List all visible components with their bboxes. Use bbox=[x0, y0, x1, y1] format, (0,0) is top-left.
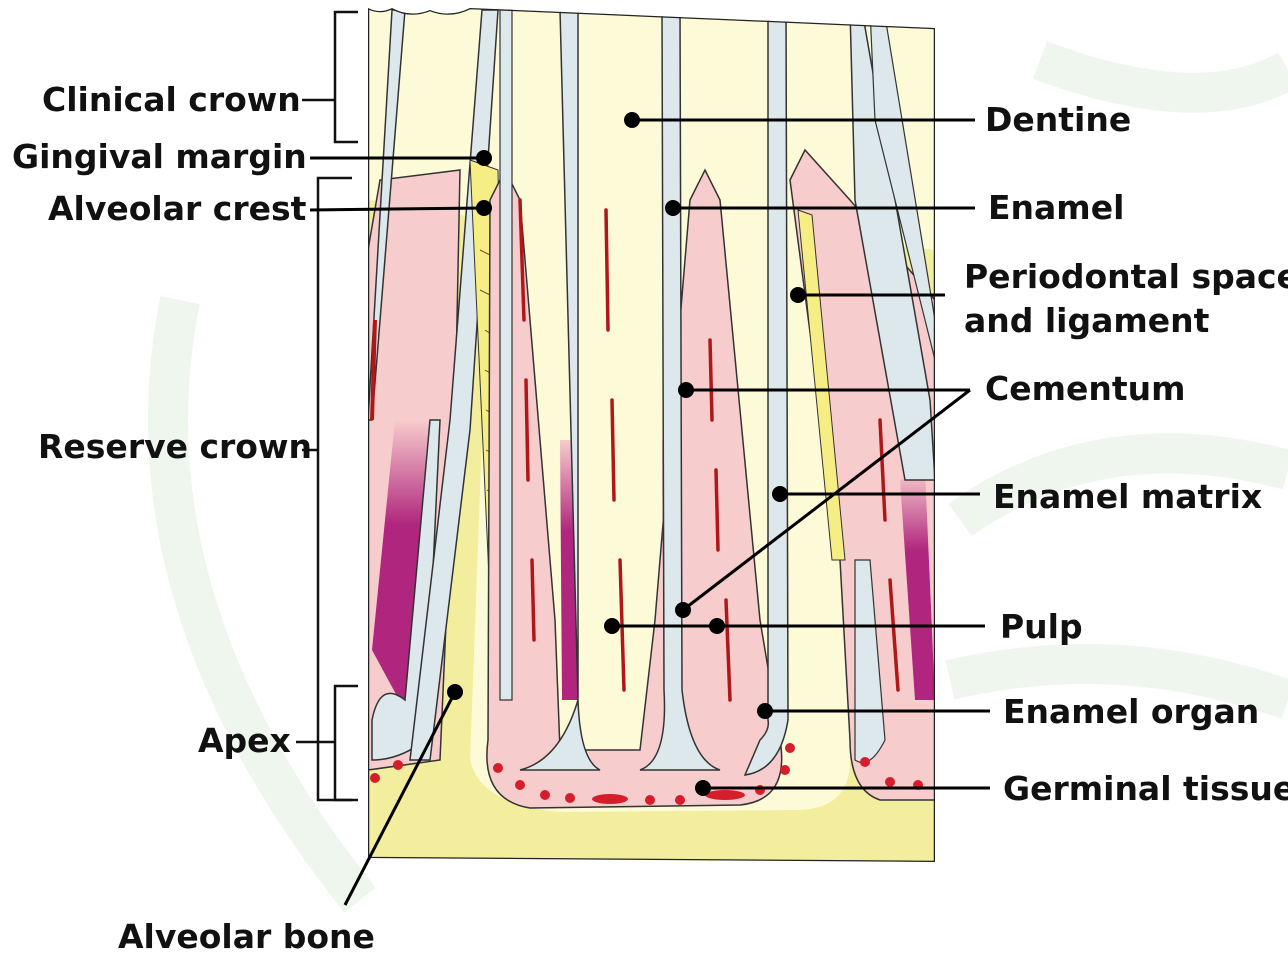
clinical-crown-bracket bbox=[335, 12, 358, 142]
label-periodontal-line2: and ligament bbox=[964, 301, 1210, 340]
label-alveolar-bone: Alveolar bone bbox=[118, 917, 375, 956]
label-apex: Apex bbox=[198, 721, 291, 760]
label-periodontal-line1: Periodontal space bbox=[964, 257, 1288, 296]
label-enamel-matrix: Enamel matrix bbox=[993, 477, 1262, 516]
label-germinal-tissue: Germinal tissue bbox=[1003, 769, 1288, 808]
apex-bracket bbox=[335, 686, 358, 800]
label-enamel-organ: Enamel organ bbox=[1003, 692, 1259, 731]
label-dentine: Dentine bbox=[985, 100, 1131, 139]
label-pulp: Pulp bbox=[1000, 607, 1083, 646]
label-alveolar-crest: Alveolar crest bbox=[48, 189, 307, 228]
tooth-block bbox=[360, 0, 940, 870]
label-enamel: Enamel bbox=[988, 188, 1124, 227]
left-brackets bbox=[296, 12, 358, 800]
label-clinical-crown: Clinical crown bbox=[42, 80, 301, 119]
leader-alveolar-crest bbox=[310, 208, 484, 210]
label-cementum: Cementum bbox=[985, 369, 1186, 408]
label-reserve-crown: Reserve crown bbox=[38, 427, 312, 466]
label-gingival-margin: Gingival margin bbox=[12, 137, 307, 176]
